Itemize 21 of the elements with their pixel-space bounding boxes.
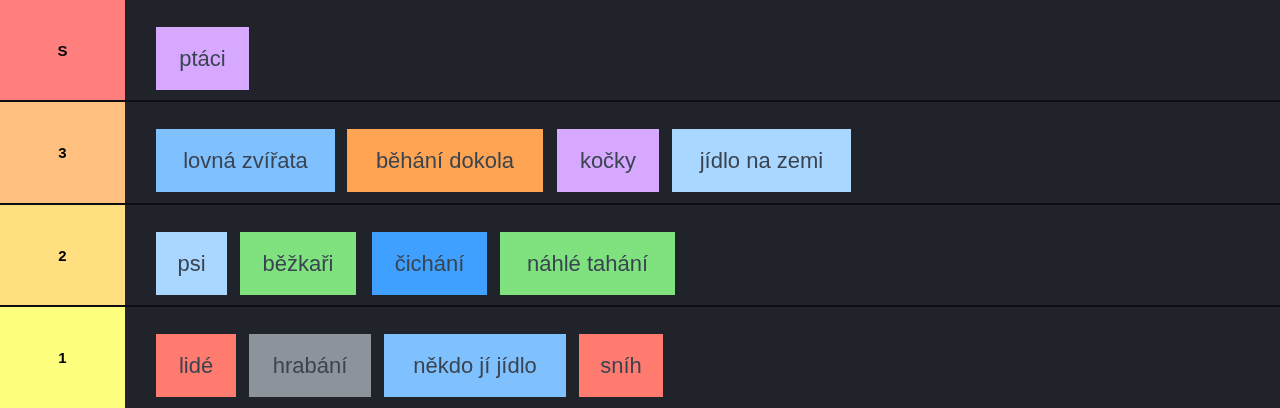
item-tile: náhlé tahání bbox=[500, 232, 675, 295]
tier-label: 2 bbox=[0, 205, 125, 305]
item-tile: čichání bbox=[372, 232, 487, 295]
item-tile: někdo jí jídlo bbox=[384, 334, 566, 397]
item-tile: sníh bbox=[579, 334, 663, 397]
item-tile: běhání dokola bbox=[347, 129, 543, 192]
item-tile: hrabání bbox=[249, 334, 371, 397]
item-tile: ptáci bbox=[156, 27, 249, 90]
item-tile: kočky bbox=[557, 129, 659, 192]
item-tile: lovná zvířata bbox=[156, 129, 335, 192]
tier-row bbox=[0, 307, 1280, 408]
tier-row bbox=[0, 205, 1280, 305]
tier-label: 3 bbox=[0, 102, 125, 203]
tier-row bbox=[0, 0, 1280, 100]
item-tile: lidé bbox=[156, 334, 236, 397]
tier-label: 1 bbox=[0, 307, 125, 408]
item-tile: jídlo na zemi bbox=[672, 129, 851, 192]
tier-row bbox=[0, 102, 1280, 203]
item-tile: běžkaři bbox=[240, 232, 356, 295]
tier-label: S bbox=[0, 0, 125, 100]
item-tile: psi bbox=[156, 232, 227, 295]
